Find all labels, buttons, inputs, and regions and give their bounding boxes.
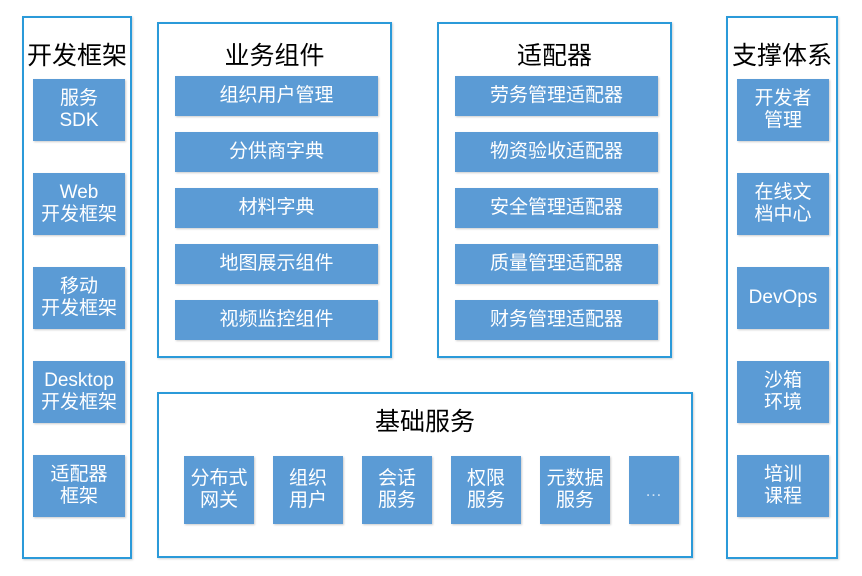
tile-line: 沙箱 bbox=[763, 369, 802, 391]
tile-line: 会话 bbox=[377, 467, 416, 489]
tile-line: 移动 bbox=[59, 275, 98, 297]
tile-map-display-component[interactable]: 地图展示组件 bbox=[175, 244, 378, 284]
tile-line: 分布式 bbox=[190, 467, 248, 489]
tile-quality-management-adapter[interactable]: 质量管理适配器 bbox=[455, 244, 658, 284]
tile-mobile-dev-framework[interactable]: 移动 开发框架 bbox=[33, 267, 125, 329]
tile-material-acceptance-adapter[interactable]: 物资验收适配器 bbox=[455, 132, 658, 172]
tile-line: 分供商字典 bbox=[228, 140, 324, 162]
tile-distributed-gateway[interactable]: 分布式 网关 bbox=[184, 456, 254, 524]
tile-line: 开发框架 bbox=[40, 392, 117, 413]
tile-line: 服务 bbox=[59, 87, 98, 109]
tile-line: 框架 bbox=[59, 486, 98, 507]
tile-line: 培训 bbox=[763, 463, 802, 485]
panel-title-business-components: 业务组件 bbox=[224, 42, 325, 70]
panel-dev-framework: 开发框架 服务 SDK Web 开发框架 移动 开发框架 Desktop 开发框… bbox=[22, 16, 132, 559]
tile-line: 服务 bbox=[466, 490, 505, 511]
tile-line: Desktop bbox=[44, 369, 114, 391]
panel-title-support-system: 支撑体系 bbox=[731, 42, 832, 70]
tile-online-doc-center[interactable]: 在线文 档中心 bbox=[737, 173, 829, 235]
tile-line: 环境 bbox=[763, 392, 802, 413]
tile-line: 劳务管理适配器 bbox=[489, 84, 623, 106]
tile-safety-management-adapter[interactable]: 安全管理适配器 bbox=[455, 188, 658, 228]
tile-line: SDK bbox=[59, 110, 99, 131]
tile-supplier-dictionary[interactable]: 分供商字典 bbox=[175, 132, 378, 172]
tile-desktop-dev-framework[interactable]: Desktop 开发框架 bbox=[33, 361, 125, 423]
panel-adapters: 适配器 劳务管理适配器 物资验收适配器 安全管理适配器 质量管理适配器 财务管理… bbox=[437, 22, 672, 358]
tile-line: 用户 bbox=[288, 490, 327, 511]
tile-line: 适配器 bbox=[50, 463, 108, 485]
tile-line: Web bbox=[59, 181, 99, 203]
tile-line: 档中心 bbox=[754, 204, 812, 225]
panel-business-components: 业务组件 组织用户管理 分供商字典 材料字典 地图展示组件 视频监控组件 bbox=[157, 22, 392, 358]
tile-line: 元数据 bbox=[546, 467, 604, 489]
tile-line: 课程 bbox=[763, 486, 802, 507]
tile-more-services[interactable]: … bbox=[629, 456, 679, 524]
panel-title-base-services: 基础服务 bbox=[374, 408, 475, 436]
tile-permission-service[interactable]: 权限 服务 bbox=[451, 456, 521, 524]
tile-line: 组织 bbox=[288, 467, 327, 489]
panel-support-system: 支撑体系 开发者 管理 在线文 档中心 DevOps 沙箱 环境 培训 课程 bbox=[726, 16, 838, 559]
tile-service-sdk[interactable]: 服务 SDK bbox=[33, 79, 125, 141]
tile-org-user-management[interactable]: 组织用户管理 bbox=[175, 76, 378, 116]
tile-labor-management-adapter[interactable]: 劳务管理适配器 bbox=[455, 76, 658, 116]
tile-line: 在线文 bbox=[754, 181, 812, 203]
tile-devops[interactable]: DevOps bbox=[737, 267, 829, 329]
tile-org-user-service[interactable]: 组织 用户 bbox=[273, 456, 343, 524]
tile-session-service[interactable]: 会话 服务 bbox=[362, 456, 432, 524]
tile-line: 网关 bbox=[199, 490, 238, 511]
tile-line: 服务 bbox=[555, 490, 594, 511]
panel-title-adapters: 适配器 bbox=[516, 42, 592, 70]
tile-line: 开发者 bbox=[754, 87, 812, 109]
panel-base-services: 基础服务 分布式 网关 组织 用户 会话 服务 权限 服务 元数据 服务 … bbox=[157, 392, 693, 558]
tile-sandbox-environment[interactable]: 沙箱 环境 bbox=[737, 361, 829, 423]
tile-line: DevOps bbox=[748, 286, 818, 308]
tile-web-dev-framework[interactable]: Web 开发框架 bbox=[33, 173, 125, 235]
tile-finance-management-adapter[interactable]: 财务管理适配器 bbox=[455, 300, 658, 340]
tile-developer-management[interactable]: 开发者 管理 bbox=[737, 79, 829, 141]
tile-line: 物资验收适配器 bbox=[489, 140, 623, 162]
tile-video-monitor-component[interactable]: 视频监控组件 bbox=[175, 300, 378, 340]
tile-adapter-framework[interactable]: 适配器 框架 bbox=[33, 455, 125, 517]
tile-metadata-service[interactable]: 元数据 服务 bbox=[540, 456, 610, 524]
tile-line: 材料字典 bbox=[238, 196, 315, 218]
tile-line: 权限 bbox=[466, 467, 505, 489]
tile-material-dictionary[interactable]: 材料字典 bbox=[175, 188, 378, 228]
tile-line: 组织用户管理 bbox=[219, 84, 334, 106]
tile-line: 开发框架 bbox=[40, 298, 117, 319]
ellipsis-icon: … bbox=[645, 480, 663, 500]
tile-line: 地图展示组件 bbox=[219, 252, 334, 274]
tile-line: 质量管理适配器 bbox=[489, 252, 623, 274]
panel-title-dev-framework: 开发框架 bbox=[26, 42, 127, 70]
tile-line: 开发框架 bbox=[40, 204, 117, 225]
tile-line: 财务管理适配器 bbox=[489, 308, 623, 330]
tile-line: 视频监控组件 bbox=[219, 308, 334, 330]
tile-training-course[interactable]: 培训 课程 bbox=[737, 455, 829, 517]
tile-line: 安全管理适配器 bbox=[489, 196, 623, 218]
tile-line: 管理 bbox=[763, 110, 802, 131]
tile-line: 服务 bbox=[377, 490, 416, 511]
